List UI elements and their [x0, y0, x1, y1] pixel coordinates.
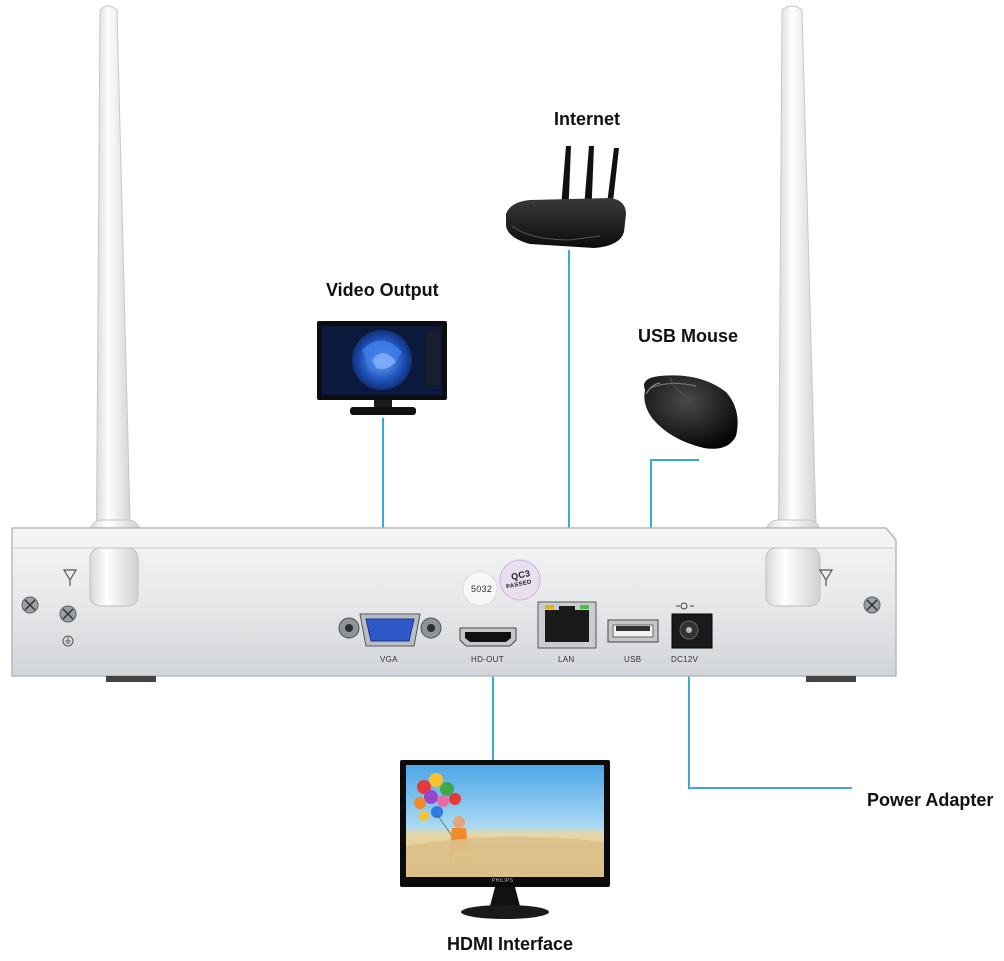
screw-left-bottom-icon [59, 605, 77, 623]
screw-right-icon [863, 596, 881, 614]
dc-port-label: DC12V [671, 655, 699, 664]
vga-port-label: VGA [380, 655, 398, 664]
lan-port-label: LAN [558, 655, 575, 664]
antenna-symbol-right-icon [818, 569, 834, 586]
right-antenna [765, 5, 821, 611]
hdmi-interface-label: HDMI Interface [447, 934, 574, 954]
cable-power [688, 640, 852, 789]
screw-left-top-icon [21, 596, 39, 614]
hdmi-port [459, 627, 517, 647]
dc-power-port [671, 602, 713, 649]
qc-passed-sticker [499, 559, 541, 601]
serial-sticker [462, 571, 498, 607]
usb-mouse-label: USB Mouse [638, 326, 739, 346]
router-icon [506, 146, 626, 248]
power-adapter-label: Power Adapter [867, 790, 994, 810]
usb-port [607, 619, 659, 643]
hdout-port-label: HD-OUT [471, 655, 504, 664]
hdmi-monitor-icon [400, 760, 610, 919]
usb-port-label: USB [624, 655, 642, 664]
ground-symbol-icon [62, 635, 74, 647]
usb-mouse-icon [644, 375, 738, 449]
monitor-brand-label: PHILIPS [492, 878, 514, 884]
antenna-symbol-left-icon [62, 569, 78, 586]
lan-port [537, 601, 597, 649]
internet-label: Internet [554, 109, 621, 129]
nvr-chassis [11, 527, 897, 682]
sticker-code-label: 5032 [471, 584, 493, 594]
left-antenna [89, 5, 141, 611]
video-output-label: Video Output [326, 280, 439, 300]
video-output-monitor-icon [317, 321, 447, 415]
vga-port [338, 613, 442, 647]
